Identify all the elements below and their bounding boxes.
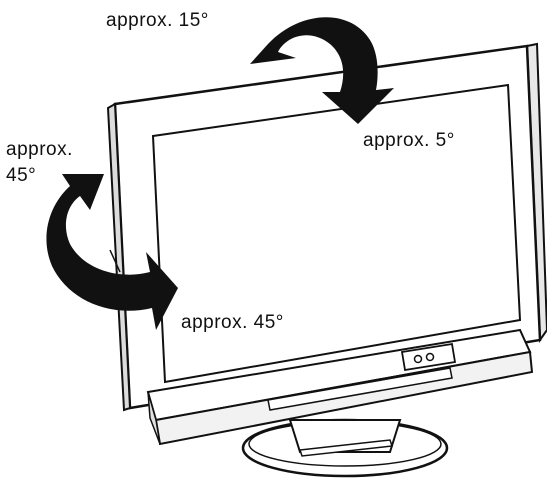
- control-panel: [400, 342, 457, 372]
- swivel-left-line-2: 45°: [6, 165, 37, 186]
- tilt-forward-angle-label: approx. 5°: [363, 130, 455, 151]
- swivel-right-angle-label: approx. 45°: [181, 312, 284, 333]
- power-button-icon: [413, 354, 423, 364]
- swivel-left-line-1: approx.: [6, 139, 73, 160]
- stand-base: [241, 418, 449, 478]
- menu-button-icon: [425, 352, 435, 362]
- tilt-curved-arrow-icon: [250, 17, 394, 125]
- swivel-left-angle-label: approx. 45°: [6, 137, 73, 189]
- swivel-curved-arrow-icon: [46, 174, 178, 330]
- tilt-back-angle-label: approx. 15°: [106, 10, 209, 31]
